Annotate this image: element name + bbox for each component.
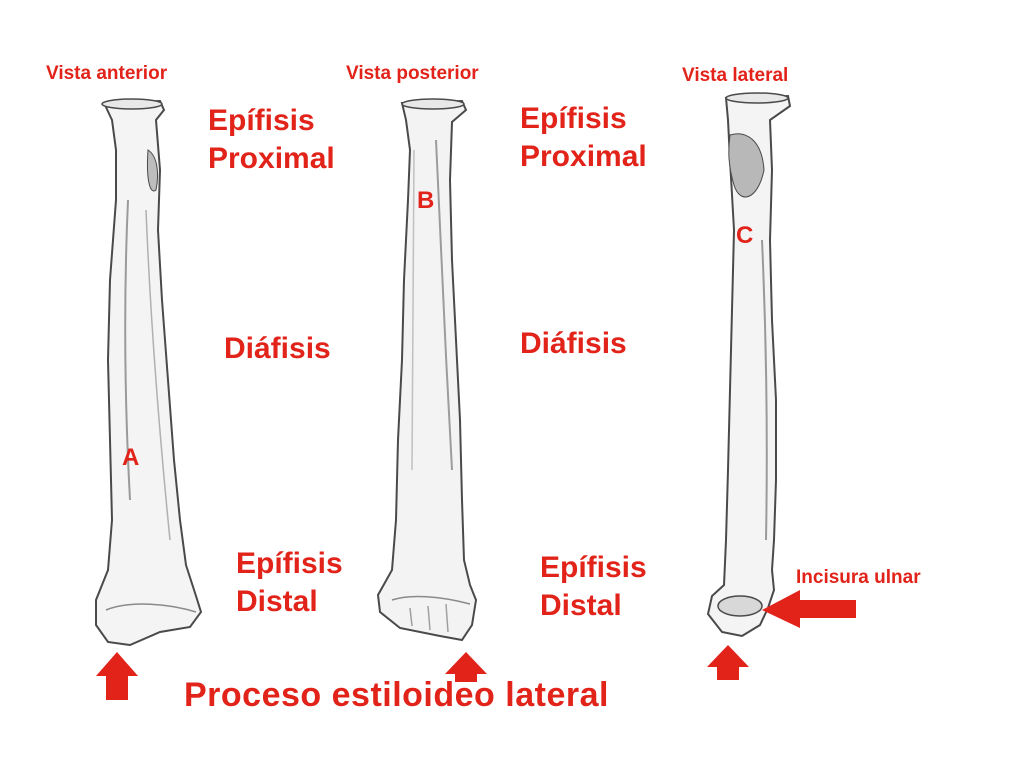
proximal-epiphysis-line1: Epífisis [208,104,315,137]
distal-epiphysis-line2: Distal [236,585,318,618]
ulnar-notch-arrow [762,590,856,628]
view-title-posterior: Vista posterior [346,63,479,84]
distal-epiphysis-line1: Epífisis [540,551,647,584]
bone-letter-a: A [122,444,140,471]
radius-posterior-view [376,98,478,642]
proximal-epiphysis-label-posterior: Epífisis Proximal [520,100,647,176]
styloid-arrow-lateral [707,645,749,680]
bone-letter-c: C [736,222,754,249]
view-title-anterior: Vista anterior [46,63,168,84]
styloid-arrow-anterior [96,652,138,700]
diaphysis-label-posterior: Diáfisis [520,327,627,360]
proximal-epiphysis-label-anterior: Epífisis Proximal [208,102,335,178]
proximal-epiphysis-line1: Epífisis [520,102,627,135]
bone-letter-b: B [417,187,435,214]
distal-epiphysis-line1: Epífisis [236,547,343,580]
view-title-lateral: Vista lateral [682,65,789,86]
distal-epiphysis-label-posterior: Epífisis Distal [540,549,647,625]
diaphysis-label-anterior: Diáfisis [224,332,331,365]
proximal-epiphysis-line2: Proximal [208,142,335,175]
proximal-epiphysis-line2: Proximal [520,140,647,173]
distal-epiphysis-label-anterior: Epífisis Distal [236,545,343,621]
styloid-arrow-posterior [445,652,487,682]
radius-lateral-view [706,92,792,638]
ulnar-notch-label: Incisura ulnar [796,567,921,588]
styloid-process-caption: Proceso estiloideo lateral [184,676,609,714]
distal-epiphysis-line2: Distal [540,589,622,622]
radius-anterior-view [95,98,203,647]
